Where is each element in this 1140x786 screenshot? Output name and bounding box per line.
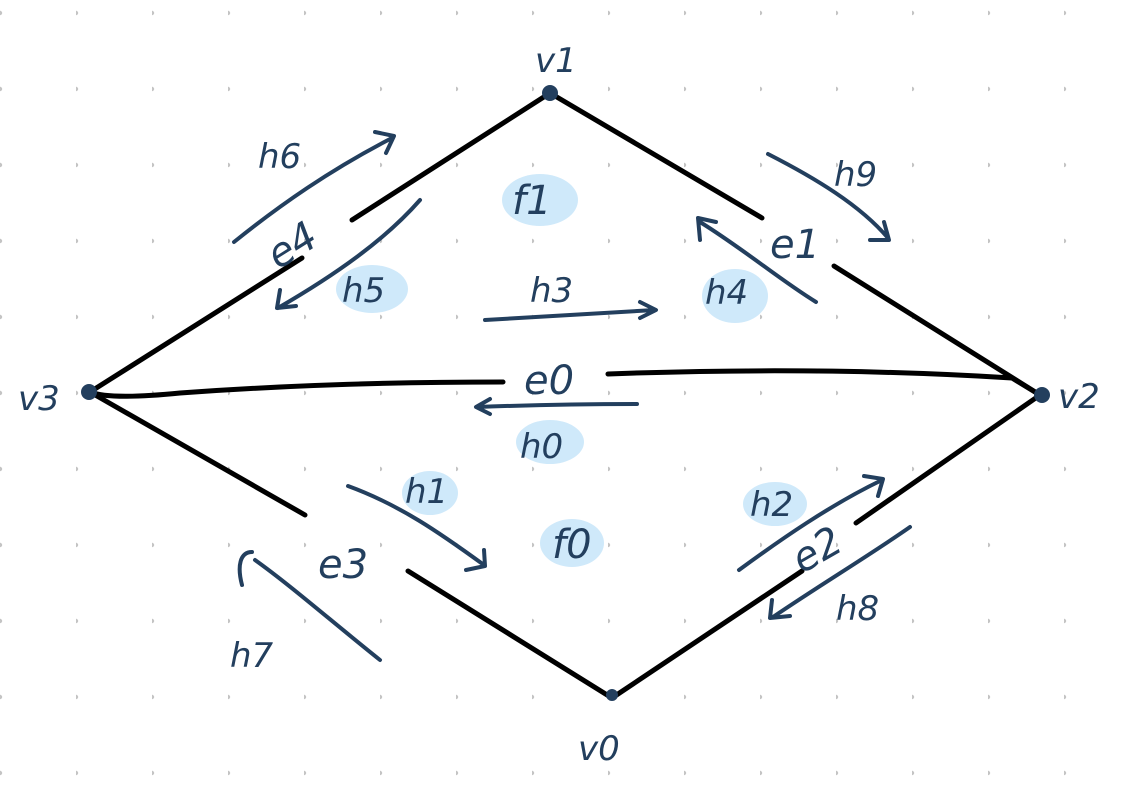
edge-label-e0: e0 [524, 358, 574, 404]
halfedge-label-h2: h2 [750, 485, 793, 525]
vertex-v0 [606, 689, 618, 701]
arrow-h0 [474, 397, 639, 416]
edge-e4 [87, 90, 553, 395]
halfedge-label-h8: h8 [836, 589, 879, 629]
edge-label-e1: e1 [770, 222, 820, 268]
halfedge-label-h4: h4 [705, 273, 748, 313]
labels: v1 v2 v3 v0 e4 e1 e0 e3 e2 f1 f0 h6 h5 h… [18, 41, 1100, 769]
arrow-h4 [696, 216, 818, 304]
arrow-h2 [737, 474, 885, 572]
arrow-h3 [483, 300, 658, 322]
halfedge-label-h7: h7 [230, 636, 274, 676]
halfedge-label-h9: h9 [834, 155, 877, 195]
edge-e2 [609, 392, 1043, 701]
f1-highlight [502, 174, 578, 226]
vertex-label-v0: v0 [578, 729, 620, 769]
halfedge-label-h0: h0 [520, 427, 563, 467]
edge-e0 [87, 368, 1043, 399]
highlights [336, 174, 807, 567]
edge-e1 [547, 90, 1043, 398]
face-label-f0: f0 [552, 522, 592, 568]
edge-e3 [87, 389, 615, 701]
arrow-h9 [766, 152, 891, 242]
h0-highlight [516, 420, 584, 464]
arrow-h8 [768, 525, 912, 620]
arrow-h1 [346, 484, 487, 572]
h5-highlight [336, 265, 408, 313]
vertex-v2 [1034, 387, 1050, 403]
h4-highlight [702, 269, 768, 323]
vertex-label-v1: v1 [535, 41, 577, 81]
vertex-v1 [542, 85, 558, 101]
vertices [81, 85, 1050, 701]
halfedge-label-h6: h6 [258, 137, 301, 177]
edges [87, 90, 1043, 701]
vertex-label-v2: v2 [1058, 377, 1100, 417]
h1-highlight [402, 471, 458, 515]
arrow-h6 [232, 130, 396, 244]
halfedge-label-h5: h5 [342, 271, 385, 311]
arrow-h5 [275, 198, 422, 310]
h2-highlight [743, 482, 807, 526]
vertex-label-v3: v3 [18, 379, 60, 419]
vertex-v3 [81, 384, 97, 400]
halfedge-arrows [232, 130, 912, 662]
arrow-h7 [237, 550, 382, 662]
edge-label-e3: e3 [318, 542, 368, 588]
face-label-f1: f1 [512, 178, 552, 224]
halfedge-label-h1: h1 [405, 472, 448, 512]
halfedge-label-h3: h3 [530, 271, 573, 311]
f0-highlight [540, 519, 604, 567]
